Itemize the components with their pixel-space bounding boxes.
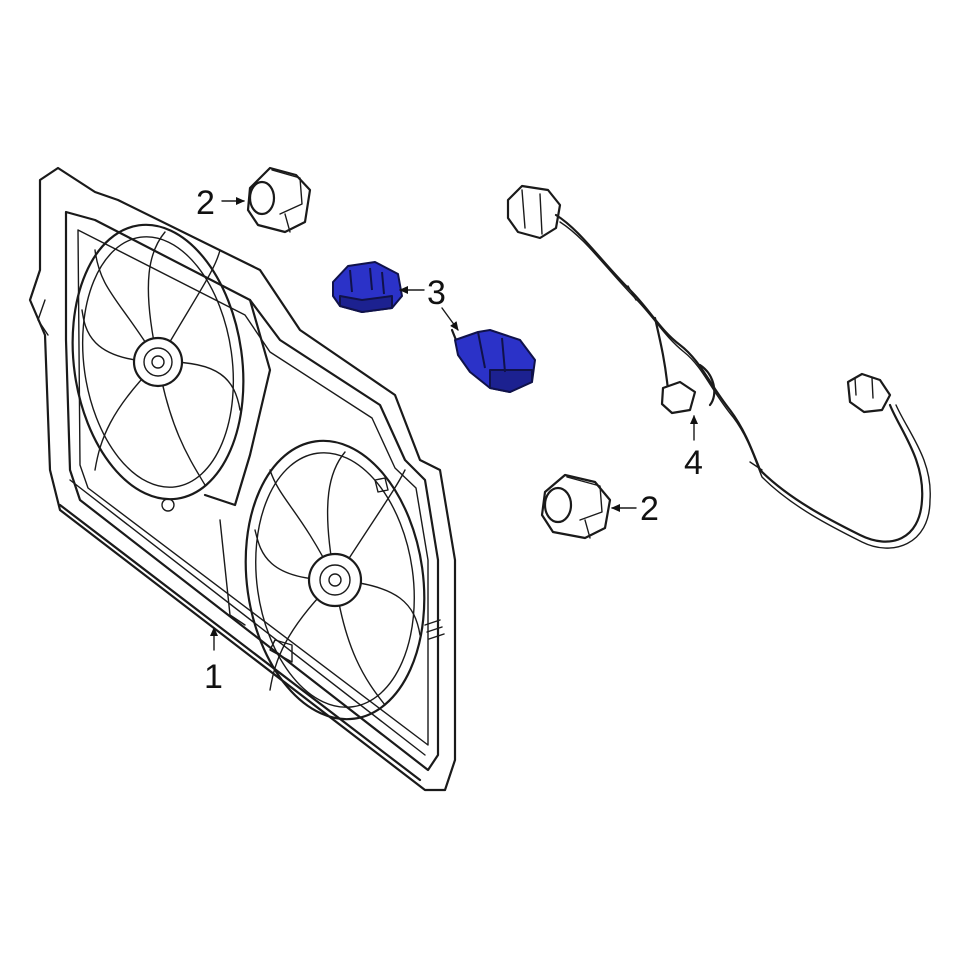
relay-upper[interactable]	[332, 261, 403, 313]
callout-2-bottom: 2	[611, 490, 659, 528]
fan-shroud-assembly[interactable]	[28, 166, 457, 792]
callout-4: 4	[684, 415, 703, 482]
callout-1: 1	[204, 627, 223, 696]
callout-3: 3	[399, 274, 459, 331]
callout-label: 3	[427, 274, 446, 312]
relay-lower[interactable]	[450, 328, 536, 393]
wire-harness[interactable]	[506, 184, 931, 549]
callout-label: 1	[204, 658, 223, 696]
callout-2-top: 2	[196, 184, 245, 222]
resistor-bottom[interactable]	[540, 473, 612, 540]
callout-label: 2	[196, 184, 215, 222]
callout-label: 4	[684, 444, 703, 482]
resistor-top[interactable]	[246, 166, 312, 234]
callout-label: 2	[640, 490, 659, 528]
